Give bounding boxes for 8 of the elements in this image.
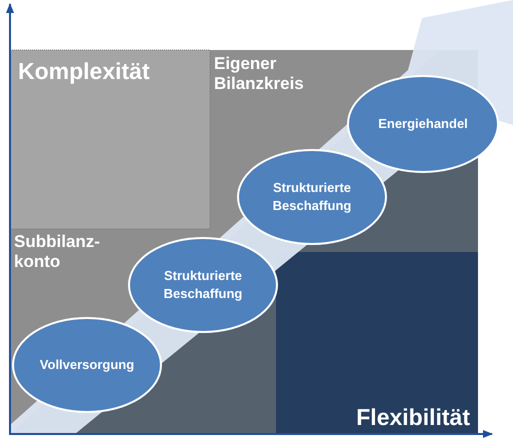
zone-label: Subbilanz- konto [14, 232, 101, 273]
stage-label: Energiehandel [377, 115, 469, 133]
axis-label: Flexibilität [355, 404, 470, 432]
stage-label: Vollversorgung [38, 356, 136, 374]
axis-label: Komplexität [18, 58, 151, 86]
stage-label: Strukturierte Beschaffung [162, 267, 244, 303]
stage-label: Strukturierte Beschaffung [272, 179, 352, 215]
zone-label: Eigener Bilanzkreis [214, 54, 305, 95]
